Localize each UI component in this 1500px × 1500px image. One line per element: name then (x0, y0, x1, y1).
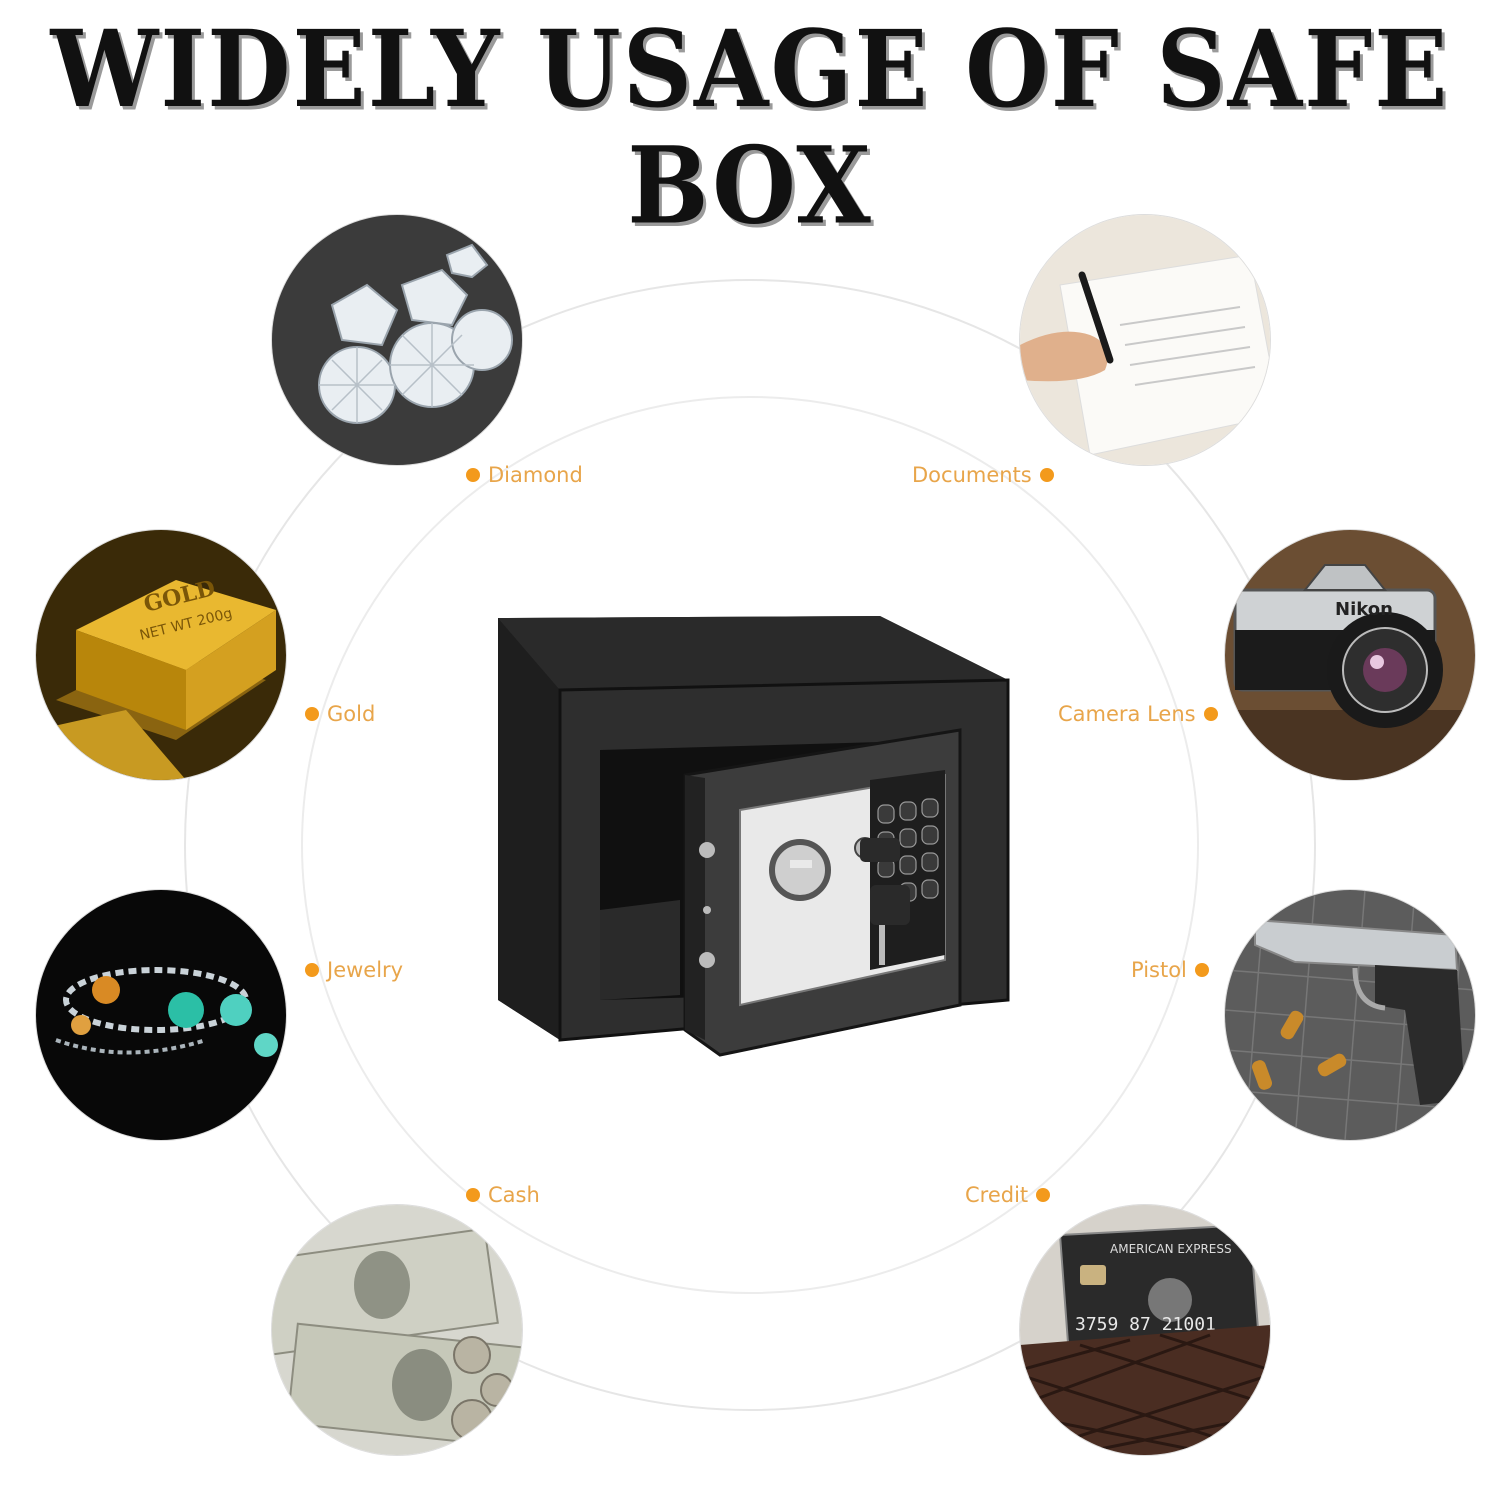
gold-bar-photo: GOLD NET WT 200g (36, 530, 286, 780)
bullet-icon (305, 707, 319, 721)
diamond-label: Diamond (466, 463, 583, 487)
card-number-text: 3759 87 21001 (1075, 1314, 1216, 1335)
gold-label: Gold (305, 702, 375, 726)
credit-label: Credit (965, 1183, 1051, 1207)
pistol-photo (1225, 890, 1475, 1140)
bullet-icon (1036, 1188, 1051, 1202)
bullet-icon (466, 468, 480, 482)
bullet-icon (1203, 707, 1218, 721)
camera-brand-text: Nikon (1335, 599, 1393, 620)
bullet-icon (466, 1188, 480, 1202)
jewelry-photo (36, 890, 286, 1140)
page-title: WIDELY USAGE OF SAFE BOX (50, 7, 1450, 248)
bullet-icon (305, 963, 319, 977)
diamond-photo (272, 215, 522, 465)
safe-box-image (498, 616, 1010, 1057)
cash-photo (272, 1205, 522, 1455)
bullet-icon (1039, 468, 1054, 482)
bullet-icon (1194, 963, 1209, 977)
documents-photo (1020, 215, 1270, 465)
pistol-label: Pistol (1131, 958, 1209, 982)
jewelry-label: Jewelry (305, 958, 403, 982)
card-brand-text: AMERICAN EXPRESS (1110, 1242, 1232, 1256)
cash-label: Cash (466, 1183, 540, 1207)
camera-photo: Nikon (1225, 530, 1475, 780)
documents-label: Documents (912, 463, 1054, 487)
credit-card-photo: AMERICAN EXPRESS 3759 87 21001 (1020, 1205, 1270, 1455)
camera-label: Camera Lens (1058, 702, 1218, 726)
